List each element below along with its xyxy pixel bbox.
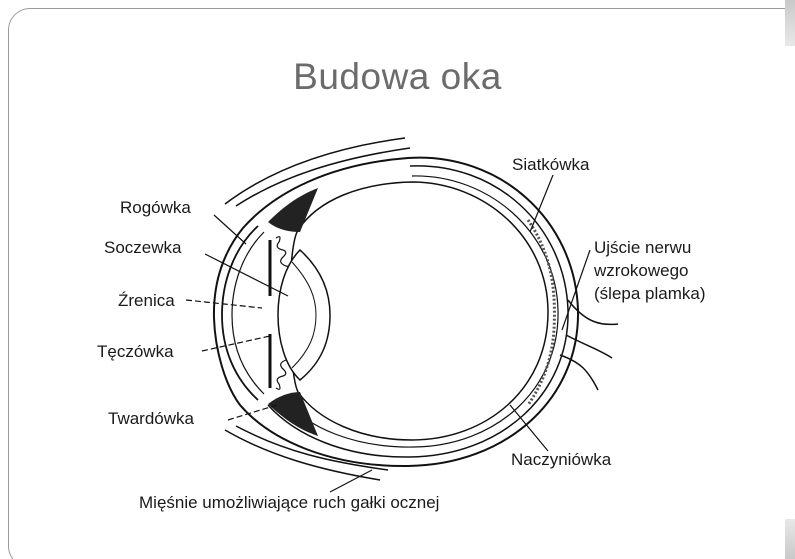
label-naczyniowka: Naczyniówka [511, 450, 612, 469]
label-soczewka: Soczewka [104, 238, 182, 257]
label-twardowka: Twardówka [108, 409, 195, 428]
label-zrenica: Źrenica [118, 291, 175, 310]
label-teczowka: Tęczówka [97, 342, 174, 361]
leader-miesnie [330, 470, 372, 492]
label-miesnie: Mięśnie umożliwiające ruch gałki ocznej [139, 493, 439, 512]
label-nerw-line3: (ślepa plamka) [594, 284, 706, 303]
label-siatkowka: Siatkówka [512, 155, 590, 174]
label-rogowka: Rogówka [120, 198, 191, 217]
label-nerw-line1: Ujście nerwu [594, 238, 691, 257]
label-nerw-line2: wzrokowego [593, 261, 689, 280]
